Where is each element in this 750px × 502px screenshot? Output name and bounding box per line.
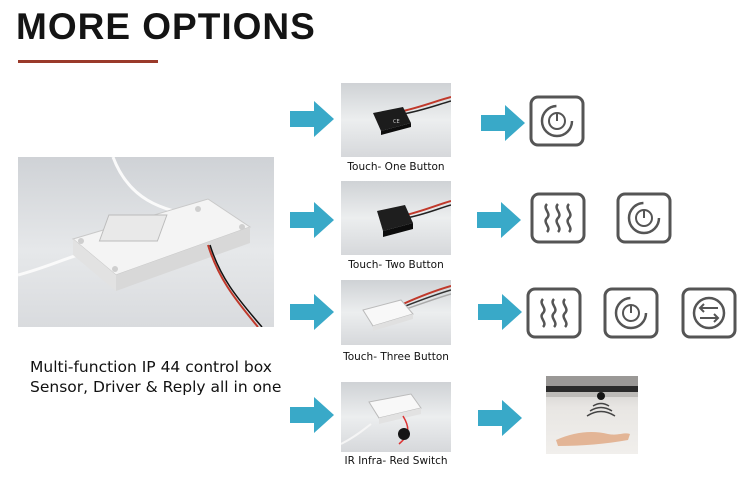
title-underline (18, 60, 158, 63)
arrow-right-icon (481, 105, 525, 141)
option-label: IR Infra- Red Switch (344, 455, 448, 467)
power-icon (529, 95, 585, 147)
touch-three-button-photo (341, 280, 451, 345)
option-label: Touch- Two Button (348, 259, 444, 271)
ir-infra-red-switch-photo (341, 382, 451, 452)
arrow-right-icon (290, 397, 334, 433)
caption-line-1: Multi-function IP 44 control box (30, 358, 272, 376)
arrow-right-icon (290, 101, 334, 137)
arrow-right-icon (478, 400, 522, 436)
arrow-right-icon (478, 294, 522, 330)
touch-one-button-photo: CE (341, 83, 451, 157)
arrow-right-icon (477, 202, 521, 238)
control-box-illustration (18, 157, 263, 327)
swap-arrows-icon (681, 287, 737, 339)
heat-waves-icon (530, 192, 586, 244)
svg-text:CE: CE (393, 119, 400, 125)
arrow-right-icon (290, 202, 334, 238)
caption-line-2: Sensor, Driver & Reply all in one (30, 378, 282, 396)
option-label: Touch- Three Button (343, 351, 449, 363)
touch-two-button-photo (341, 181, 451, 255)
power-icon (616, 192, 672, 244)
power-icon (603, 287, 659, 339)
option-label: Touch- One Button (347, 161, 445, 173)
arrow-right-icon (290, 294, 334, 330)
hand-wave-sensor-icon (546, 376, 638, 454)
page-title: MORE OPTIONS (16, 6, 316, 47)
control-box-photo (18, 157, 274, 327)
heat-waves-icon (526, 287, 582, 339)
